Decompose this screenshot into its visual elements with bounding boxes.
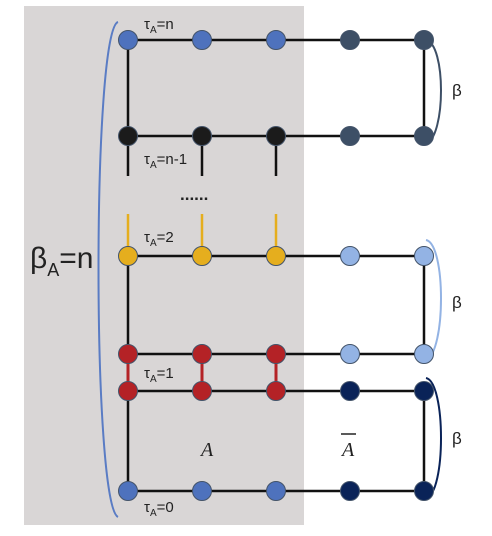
nodes — [118, 30, 434, 501]
node — [266, 246, 286, 266]
node — [192, 126, 212, 146]
node — [192, 481, 212, 501]
node — [266, 381, 286, 401]
beta-mid-label: β — [452, 293, 462, 312]
node — [340, 344, 360, 364]
node — [340, 381, 360, 401]
beta-top-label: β — [452, 81, 462, 100]
region-a-label: A — [199, 439, 214, 461]
tau-n1-label: τA=n-1 — [144, 151, 187, 171]
node — [118, 481, 138, 501]
node — [266, 481, 286, 501]
node — [118, 246, 138, 266]
node — [192, 246, 212, 266]
ellipsis-label: ...... — [180, 185, 208, 204]
node — [414, 30, 434, 50]
node — [266, 126, 286, 146]
tau-n-label: τA=n — [144, 16, 174, 36]
tau-1-label: τA=1 — [144, 365, 174, 385]
node — [266, 344, 286, 364]
node — [118, 126, 138, 146]
tau-0-label: τA=0 — [144, 499, 174, 519]
node — [414, 126, 434, 146]
node — [414, 481, 434, 501]
tau-2-label: τA=2 — [144, 229, 174, 249]
node — [118, 30, 138, 50]
node — [414, 381, 434, 401]
node — [192, 381, 212, 401]
node — [414, 246, 434, 266]
node — [340, 126, 360, 146]
region-abar-label: A — [340, 439, 355, 461]
node — [340, 481, 360, 501]
node — [192, 344, 212, 364]
node — [266, 30, 286, 50]
node — [118, 381, 138, 401]
node — [192, 30, 212, 50]
beta-bot-label: β — [452, 429, 462, 448]
node — [414, 344, 434, 364]
node — [340, 30, 360, 50]
beta-a-bracket — [97, 21, 119, 518]
beta-a-label: βA=n — [30, 242, 94, 280]
node — [340, 246, 360, 266]
node — [118, 344, 138, 364]
region-a-shade — [24, 6, 304, 525]
